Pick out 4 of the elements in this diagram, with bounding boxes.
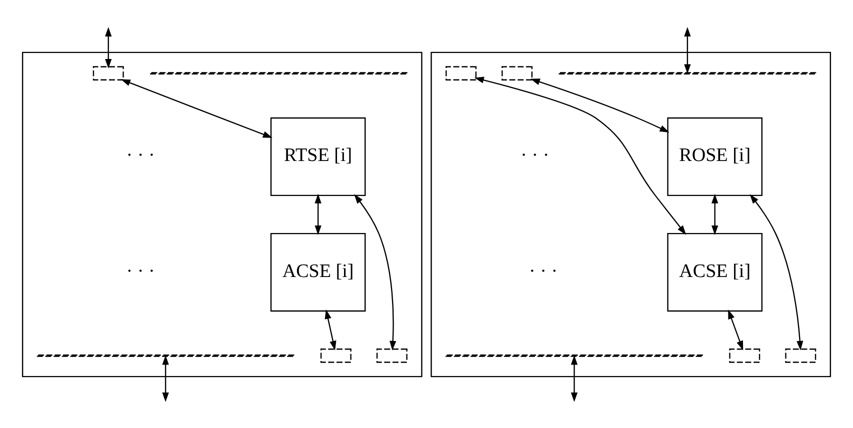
label: · · ·	[126, 260, 155, 282]
label: · · ·	[520, 144, 550, 166]
label: · · ·	[126, 144, 155, 166]
label: · · ·	[528, 260, 558, 282]
